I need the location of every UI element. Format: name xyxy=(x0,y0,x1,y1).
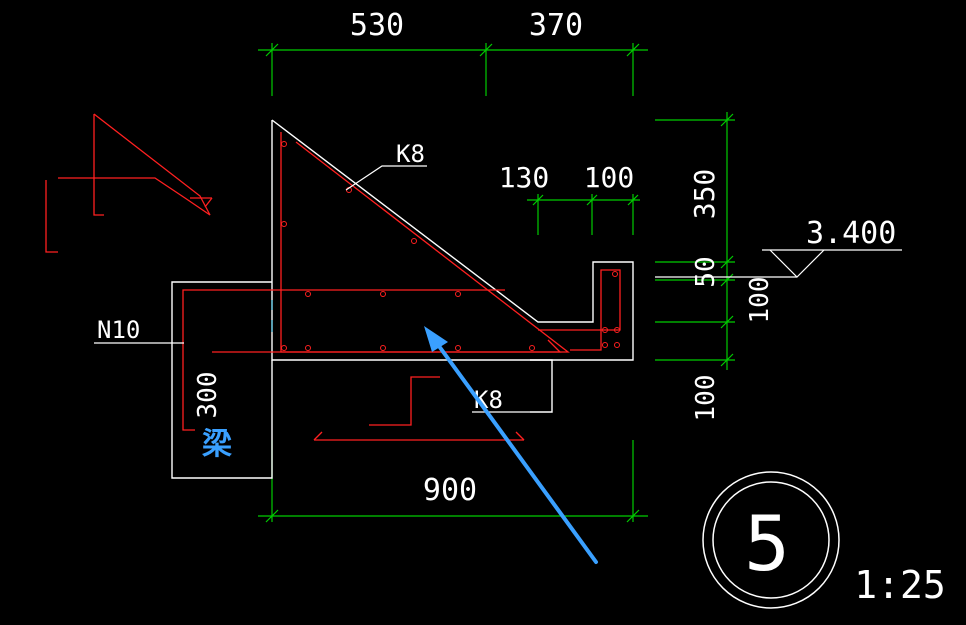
dimension-lines xyxy=(258,43,735,523)
detail-callout xyxy=(702,471,840,609)
elevation-value: 3.400 xyxy=(806,216,896,251)
dim-text-300: 300 xyxy=(193,372,223,419)
rebar-lines xyxy=(45,113,621,441)
dim-text-530: 530 xyxy=(350,8,404,43)
rebar-label-k8-top: K8 xyxy=(396,140,425,168)
beam-label: 梁 xyxy=(202,427,232,462)
dim-text-350: 350 xyxy=(688,169,721,220)
detail-scale: 1:25 xyxy=(854,563,946,607)
rebar-dots xyxy=(281,141,620,351)
detail-number: 5 xyxy=(744,499,790,588)
leader-lines xyxy=(94,165,902,413)
annotation-arrow xyxy=(424,326,598,564)
dim-text-370: 370 xyxy=(529,8,583,43)
dim-text-100-small: 100 xyxy=(584,161,635,194)
dim-text-100-mid: 100 xyxy=(745,277,775,324)
dim-text-900: 900 xyxy=(423,473,477,508)
rebar-label-n10: N10 xyxy=(97,316,140,344)
dim-text-100-low: 100 xyxy=(691,375,721,422)
section-outline xyxy=(171,119,634,479)
dim-text-50: 50 xyxy=(691,256,721,287)
dim-text-130: 130 xyxy=(499,161,550,194)
